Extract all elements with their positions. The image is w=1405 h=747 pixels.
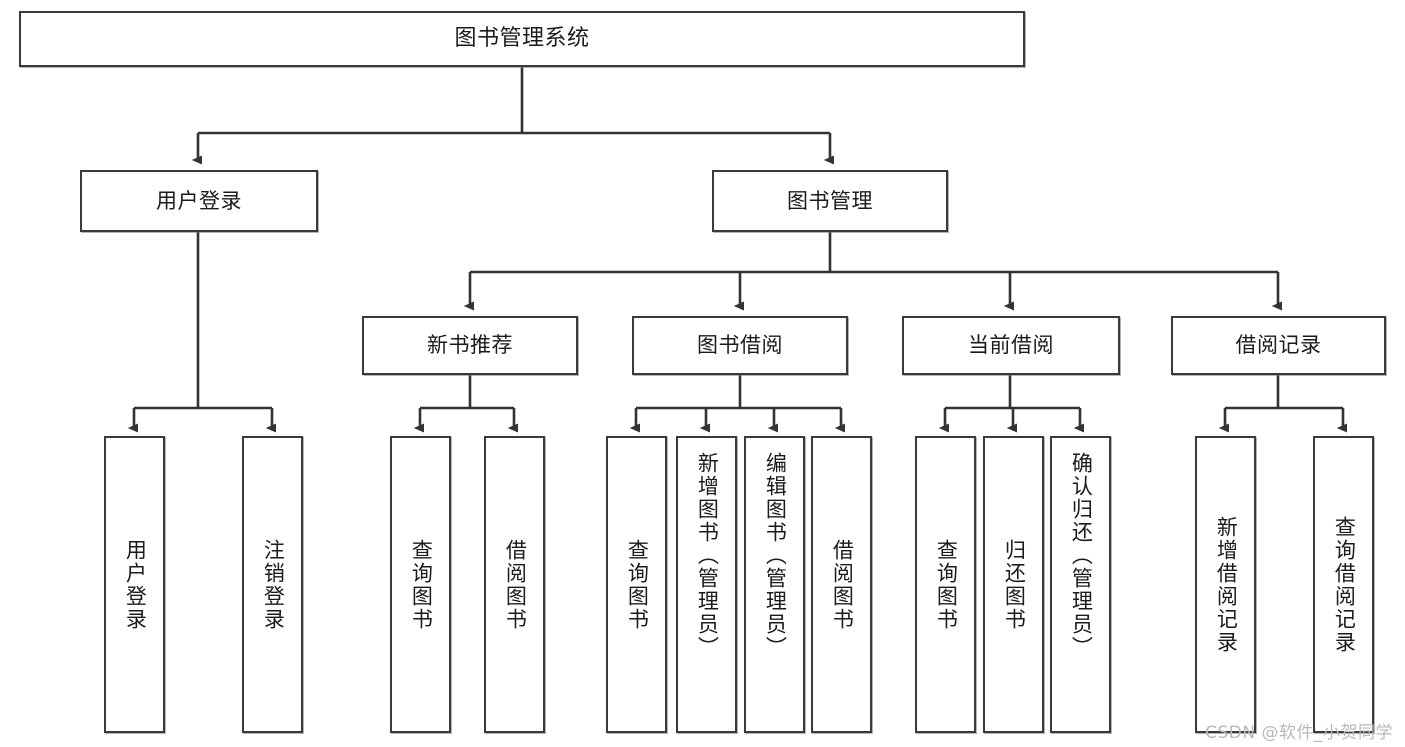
node-label: 新增图书（管理员）	[695, 452, 720, 659]
node-label: 归还图书	[1002, 538, 1027, 631]
node-label: 用户登录	[123, 538, 148, 631]
node-borrow-record[interactable]: 借阅记录	[1171, 316, 1386, 375]
node-label: 查询图书	[409, 538, 434, 631]
node-leaf-logout[interactable]: 注销登录	[242, 436, 303, 733]
node-leaf-borrow-books[interactable]: 借阅图书	[811, 436, 872, 733]
node-book-borrow[interactable]: 图书借阅	[632, 316, 848, 375]
node-label: 查询借阅记录	[1332, 515, 1357, 654]
csdn-watermark: CSDN @软件_小贺同学	[1205, 723, 1393, 743]
node-book-management-system[interactable]: 图书管理系统	[19, 11, 1025, 67]
node-leaf-query-books-new[interactable]: 查询图书	[390, 436, 451, 733]
node-current-borrow[interactable]: 当前借阅	[902, 316, 1120, 375]
node-leaf-query-books-current[interactable]: 查询图书	[915, 436, 976, 733]
node-new-book-recommend[interactable]: 新书推荐	[362, 316, 578, 375]
node-label: 新增借阅记录	[1214, 515, 1239, 654]
node-label: 借阅图书	[830, 538, 855, 631]
node-user-login[interactable]: 用户登录	[80, 170, 318, 232]
node-leaf-add-borrow-record[interactable]: 新增借阅记录	[1195, 436, 1256, 733]
node-label: 用户登录	[156, 188, 242, 213]
node-label: 编辑图书（管理员）	[763, 452, 788, 659]
node-leaf-user-login[interactable]: 用户登录	[104, 436, 165, 733]
node-label: 查询图书	[934, 538, 959, 631]
node-leaf-add-book-admin[interactable]: 新增图书（管理员）	[676, 436, 737, 733]
node-leaf-edit-book-admin[interactable]: 编辑图书（管理员）	[744, 436, 805, 733]
node-leaf-query-borrow-record[interactable]: 查询借阅记录	[1313, 436, 1374, 733]
node-label: 注销登录	[261, 538, 286, 631]
node-label: 查询图书	[625, 538, 650, 631]
node-label: 确认归还（管理员）	[1069, 452, 1094, 659]
node-leaf-return-books[interactable]: 归还图书	[983, 436, 1044, 733]
node-label: 借阅记录	[1235, 333, 1322, 358]
node-leaf-borrow-books-new[interactable]: 借阅图书	[484, 436, 545, 733]
node-label: 图书管理系统	[454, 25, 590, 51]
node-label: 图书借阅	[697, 333, 783, 358]
node-label: 当前借阅	[968, 333, 1054, 358]
node-label: 借阅图书	[503, 538, 528, 631]
node-leaf-confirm-return-admin[interactable]: 确认归还（管理员）	[1050, 436, 1111, 733]
node-label: 新书推荐	[427, 333, 513, 358]
node-leaf-query-books-borrow[interactable]: 查询图书	[606, 436, 667, 733]
node-book-management[interactable]: 图书管理	[712, 170, 948, 232]
node-label: 图书管理	[787, 188, 873, 213]
